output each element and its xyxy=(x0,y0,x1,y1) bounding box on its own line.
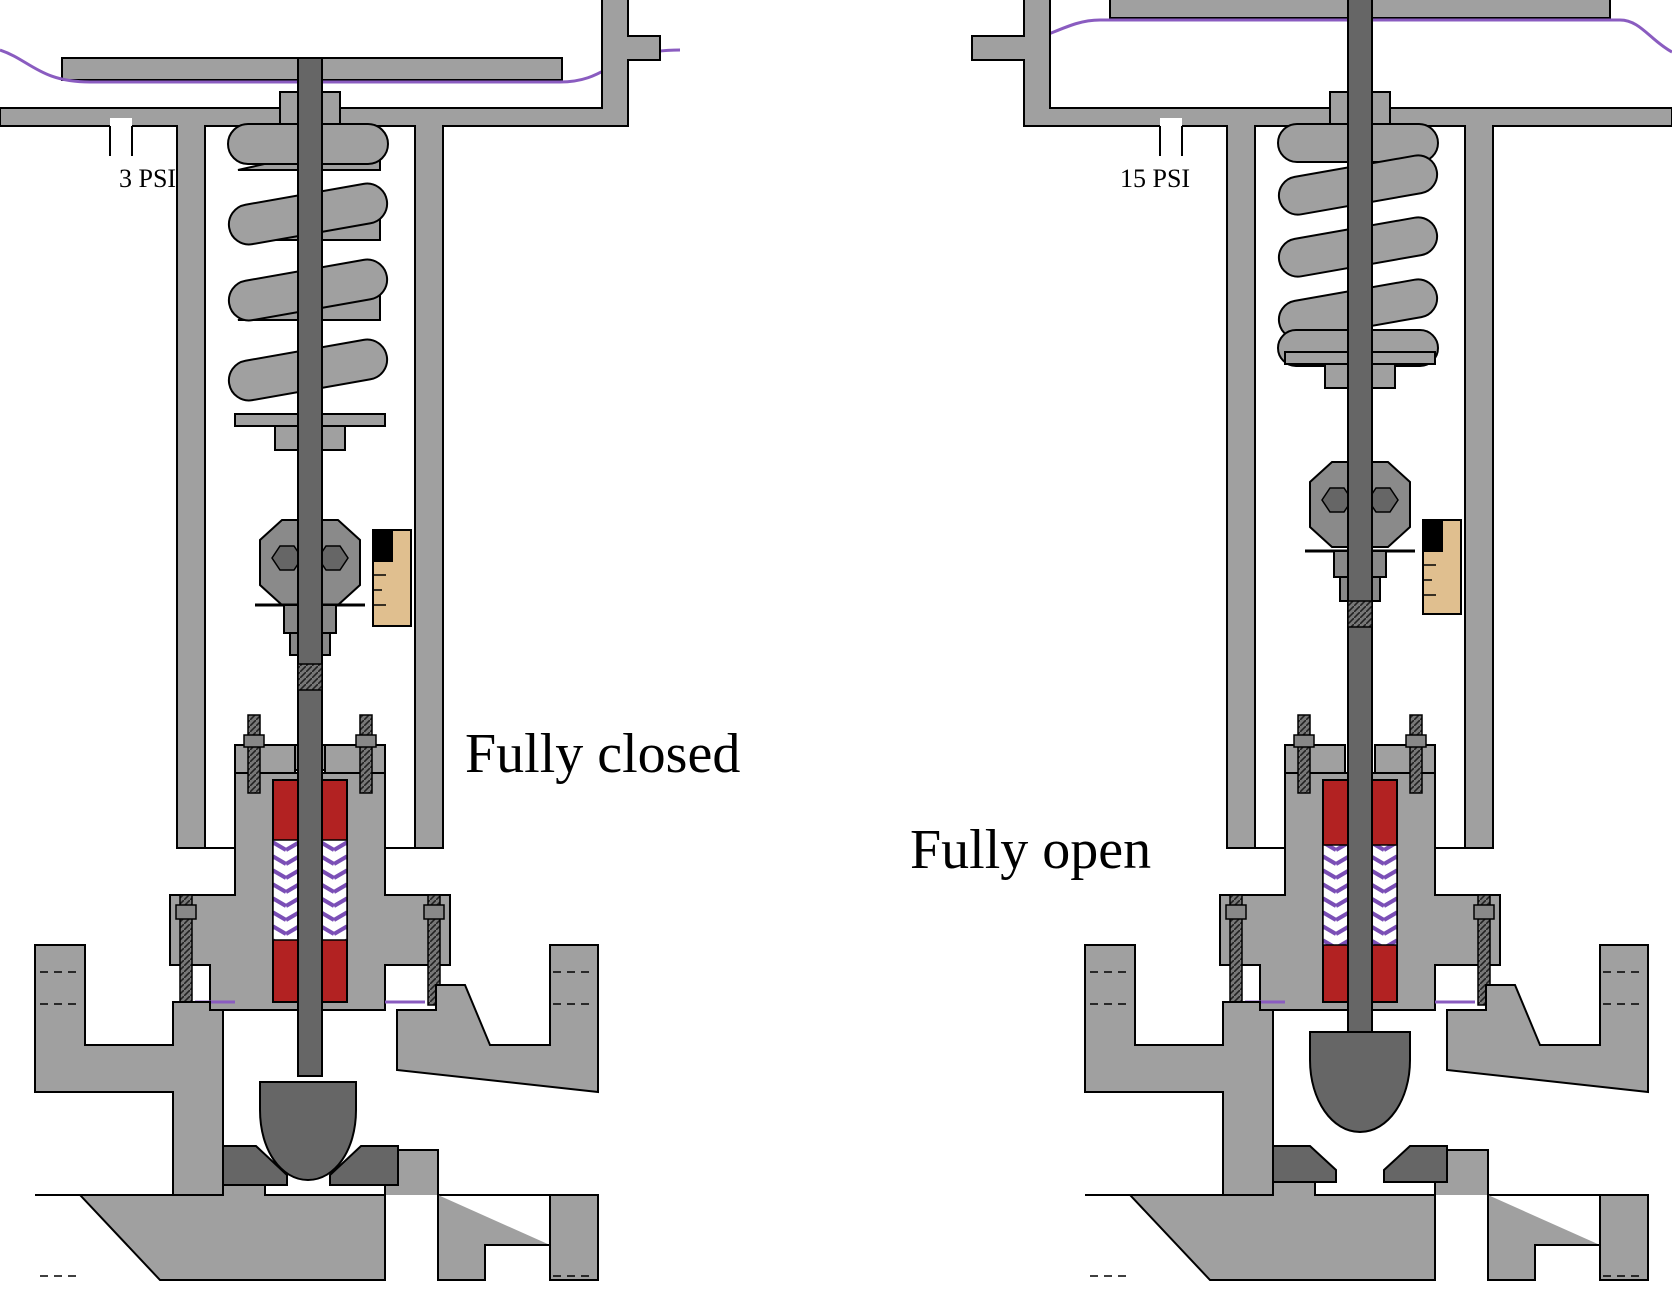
left-pressure-label: 3 PSI xyxy=(119,164,176,193)
left-valve-assembly: 3 PSI Fully closed xyxy=(0,0,740,1282)
left-valve-plug xyxy=(259,1081,357,1182)
right-valve-assembly: 15 PSI Fully open xyxy=(910,0,1672,1281)
right-stem xyxy=(1347,0,1373,1035)
right-yoke-housing xyxy=(971,0,1672,849)
right-diaphragm xyxy=(971,18,1672,54)
right-seat-ring xyxy=(1272,1145,1337,1183)
left-state-label: Fully closed xyxy=(465,723,740,785)
left-seat-ring xyxy=(222,1145,288,1186)
right-pressure-label: 15 PSI xyxy=(1120,164,1190,193)
right-valve-plug xyxy=(1309,1031,1411,1134)
left-stem xyxy=(297,57,323,1077)
right-state-label: Fully open xyxy=(910,819,1151,881)
